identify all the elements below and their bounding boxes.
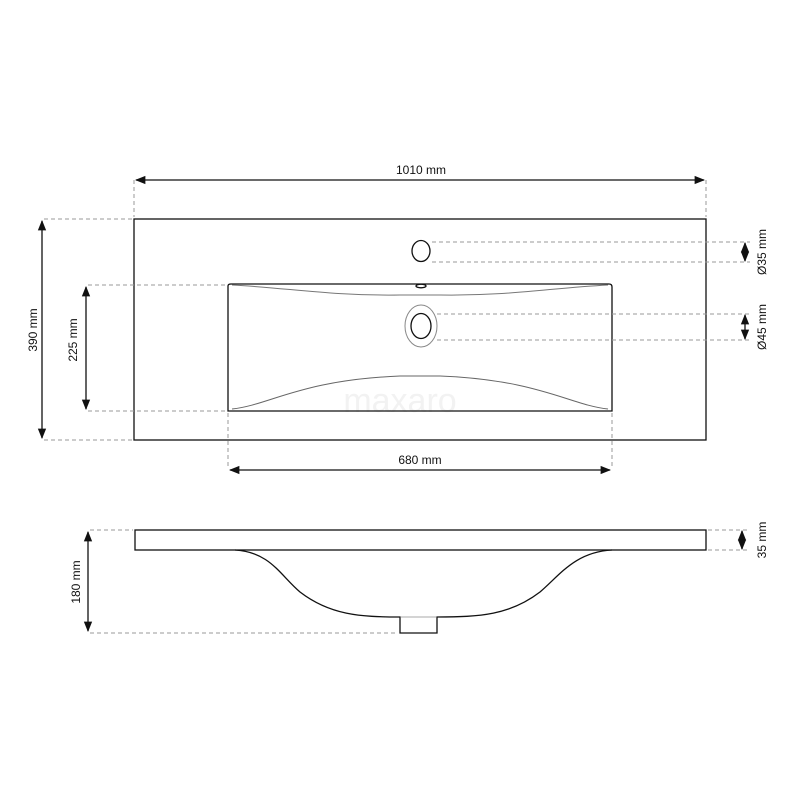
drain-hole xyxy=(410,312,432,340)
side-view: 180 mm 35 mm xyxy=(69,522,769,634)
drain-label: Ø45 mm xyxy=(755,304,769,350)
side-basin-profile xyxy=(234,549,613,634)
basin-front-curve xyxy=(231,375,609,410)
tap-hole xyxy=(411,239,431,263)
side-countertop xyxy=(134,529,707,551)
basin-rim-curve xyxy=(231,284,609,296)
depth-label: 390 mm xyxy=(26,308,40,351)
drain-outer xyxy=(404,304,438,348)
watermark: maxaro xyxy=(343,382,456,420)
basin-width-label: 680 mm xyxy=(398,453,441,467)
tap-hole-label: Ø35 mm xyxy=(755,229,769,275)
overflow-hole xyxy=(415,283,427,289)
basin-depth-label: 225 mm xyxy=(66,318,80,361)
countertop-outline xyxy=(133,218,707,441)
top-view: 1010 mm 390 mm 225 mm 680 mm Ø35 mm Ø45 … xyxy=(26,163,769,475)
thickness-label: 35 mm xyxy=(755,522,769,559)
width-label: 1010 mm xyxy=(396,163,446,177)
height-label: 180 mm xyxy=(69,560,83,603)
basin-outline xyxy=(227,283,613,412)
